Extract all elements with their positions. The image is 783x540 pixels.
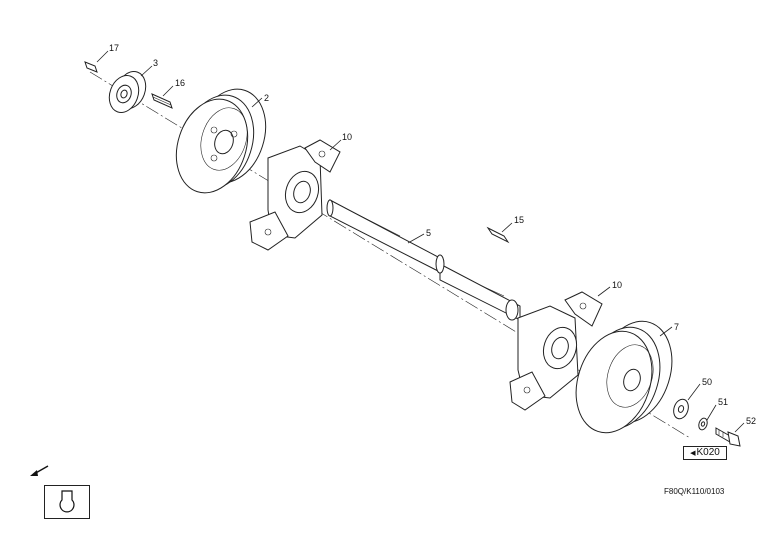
key-slot-symbol-icon — [59, 490, 75, 513]
reference-tag: ◀K020 — [683, 446, 727, 460]
part-15-key — [486, 226, 510, 244]
view-symbol-box — [44, 485, 90, 519]
callout-51: 51 — [718, 397, 728, 407]
part-3-small-pulley — [108, 71, 147, 113]
callout-labels: 17 3 16 2 10 5 15 10 7 50 51 52 — [109, 43, 756, 426]
document-code: F80Q/K110/0103 — [664, 487, 725, 496]
part-10-bearing-lower — [509, 291, 603, 411]
callout-2: 2 — [264, 93, 269, 103]
arrow-down-left-icon — [30, 465, 49, 476]
callout-5: 5 — [426, 228, 431, 238]
callout-52: 52 — [746, 416, 756, 426]
part-17-key — [84, 61, 98, 73]
part-16-key — [151, 93, 173, 109]
part-52-bolt — [715, 427, 741, 447]
triangle-left-icon: ◀ — [690, 450, 696, 457]
callout-10-upper: 10 — [342, 132, 352, 142]
part-7-pulley — [575, 320, 673, 434]
callout-16: 16 — [175, 78, 185, 88]
callout-10-lower: 10 — [612, 280, 622, 290]
part-5-shaft — [326, 199, 521, 321]
callout-3: 3 — [153, 58, 158, 68]
part-51-lock-washer — [698, 417, 708, 431]
leader-lines — [96, 50, 745, 433]
callout-17: 17 — [109, 43, 119, 53]
part-2-large-pulley — [175, 88, 267, 194]
part-10-bearing-upper — [249, 139, 341, 251]
reference-tag-label: K020 — [696, 447, 720, 458]
callout-15: 15 — [514, 215, 524, 225]
part-50-washer — [673, 398, 689, 420]
callout-50: 50 — [702, 377, 712, 387]
callout-7: 7 — [674, 322, 679, 332]
